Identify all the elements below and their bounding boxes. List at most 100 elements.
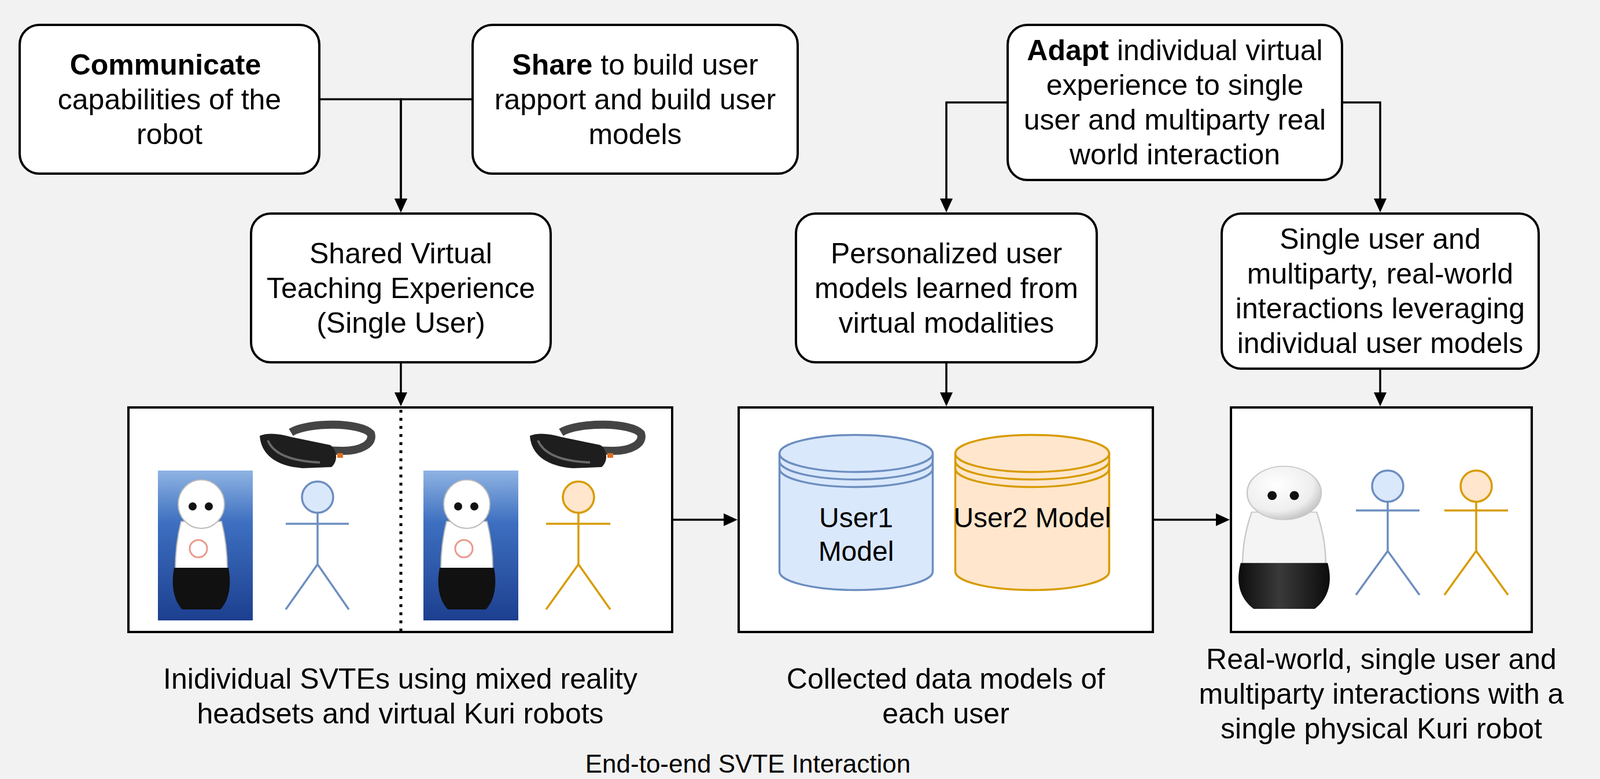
connector [394,99,472,213]
figure-leg [1444,550,1477,595]
cylinder-top [955,434,1110,473]
box-ground [1229,406,1533,633]
robot-eye [1289,491,1300,500]
connector-line [1154,518,1218,521]
cylinder-ring [955,461,1110,480]
robot-chest-ring [189,539,208,558]
headset-visor [259,433,337,468]
box-label: capabilities of the robot [57,83,282,151]
robot-base [172,567,231,610]
virtual-scene [157,470,253,621]
picture-box: Collected data models of each userUser1 … [737,406,1155,633]
figure-leg [285,563,318,610]
robot-base [438,567,496,610]
dotted-divider [399,409,403,631]
user-figure [285,481,349,610]
process-box: Single user and multiparty, real-world i… [1220,212,1540,370]
database-cylinder: User1 Model [777,432,935,592]
box-caption: Real-world, single user and multiparty i… [1184,641,1579,746]
cylinder-ring [779,461,934,480]
robot-head [1247,466,1322,520]
figure-leg [317,563,349,610]
cylinder-label: User2 Model [953,500,1112,535]
box-label: Single user and multiparty, real-world i… [1235,222,1525,360]
figure-head [1372,470,1404,502]
figure-caption: End-to-end SVTE Interaction [574,748,922,779]
connector [939,363,953,407]
user-figure [1444,470,1509,595]
arrow-head [723,513,738,526]
connector [673,513,738,526]
robot-eye [470,502,479,511]
figure-arms [1444,509,1509,512]
arrow-head [394,198,408,213]
robot-head [178,479,225,529]
robot-eye [204,502,213,511]
headset-light [337,452,344,458]
connector [394,363,408,407]
figure-body [316,512,319,564]
mixed-reality-headset [529,424,642,468]
box-text: Communicatecapabilities of the robot [27,47,312,152]
connector-line [945,363,948,394]
figure-arms [1355,509,1420,512]
connector-line [673,518,725,521]
headset-highlight [537,440,591,463]
virtual-kuri [423,470,519,621]
figure-leg [546,563,579,610]
connector [1343,102,1387,213]
figure-head [1460,470,1492,502]
virtual-scene [423,470,519,621]
process-box: Personalized user models learned from vi… [794,212,1098,364]
headset-highlight [267,440,320,463]
figure-leg [1476,550,1509,595]
figure-head [562,481,595,513]
box-text: Single user and multiparty, real-world i… [1229,221,1531,361]
box-caption: Inidividual SVTEs using mixed reality he… [139,661,661,731]
figure-body [1475,501,1478,551]
connector-line [399,363,403,394]
arrow-head [394,198,408,213]
cylinder-top [779,434,934,473]
virtual-kuri [157,470,253,621]
physical-kuri [1238,466,1330,609]
arrow-head [939,198,953,213]
connector [939,102,1007,213]
figure-leg [1387,550,1420,595]
process-box: Shareto build user rapport and build use… [471,23,799,175]
bold-keyword: Share [511,48,601,81]
headset-light [607,452,614,458]
figure-leg [1355,550,1388,595]
box-ground [737,406,1155,633]
connector-line [1379,369,1382,394]
robot-eye [454,502,463,511]
connector [1154,513,1230,526]
process-box: Adaptindividual virtual experience to si… [1006,23,1344,182]
mixed-reality-headset [259,424,372,468]
figure-leg [578,563,611,610]
robot-eye [1267,491,1277,500]
bold-keyword: Communicate [69,48,270,81]
bold-keyword: Adapt [1026,34,1117,67]
box-ground [127,406,674,633]
box-text: Shareto build user rapport and build use… [480,47,790,152]
robot-chest-ring [455,539,473,558]
arrow-head [1373,198,1387,213]
box-text: Shared Virtual Teaching Experience (Sing… [259,236,543,341]
box-label: Personalized user models learned from vi… [814,237,1079,339]
connector-line [946,102,1007,200]
robot-head [443,479,490,529]
arrow-head [939,392,953,407]
cylinder-ring [955,468,1110,488]
cylinder-ring [779,468,934,488]
figure-head [301,481,334,513]
connector [320,99,408,213]
user-figure [546,481,611,610]
box-caption: Collected data models of each user [766,661,1126,731]
box-text: Personalized user models learned from vi… [804,236,1089,341]
figure-arms [546,522,611,525]
process-box: Communicatecapabilities of the robot [18,23,321,175]
database-cylinder: User2 Model [953,432,1112,592]
cylinder-label: User1 Model [777,500,935,569]
